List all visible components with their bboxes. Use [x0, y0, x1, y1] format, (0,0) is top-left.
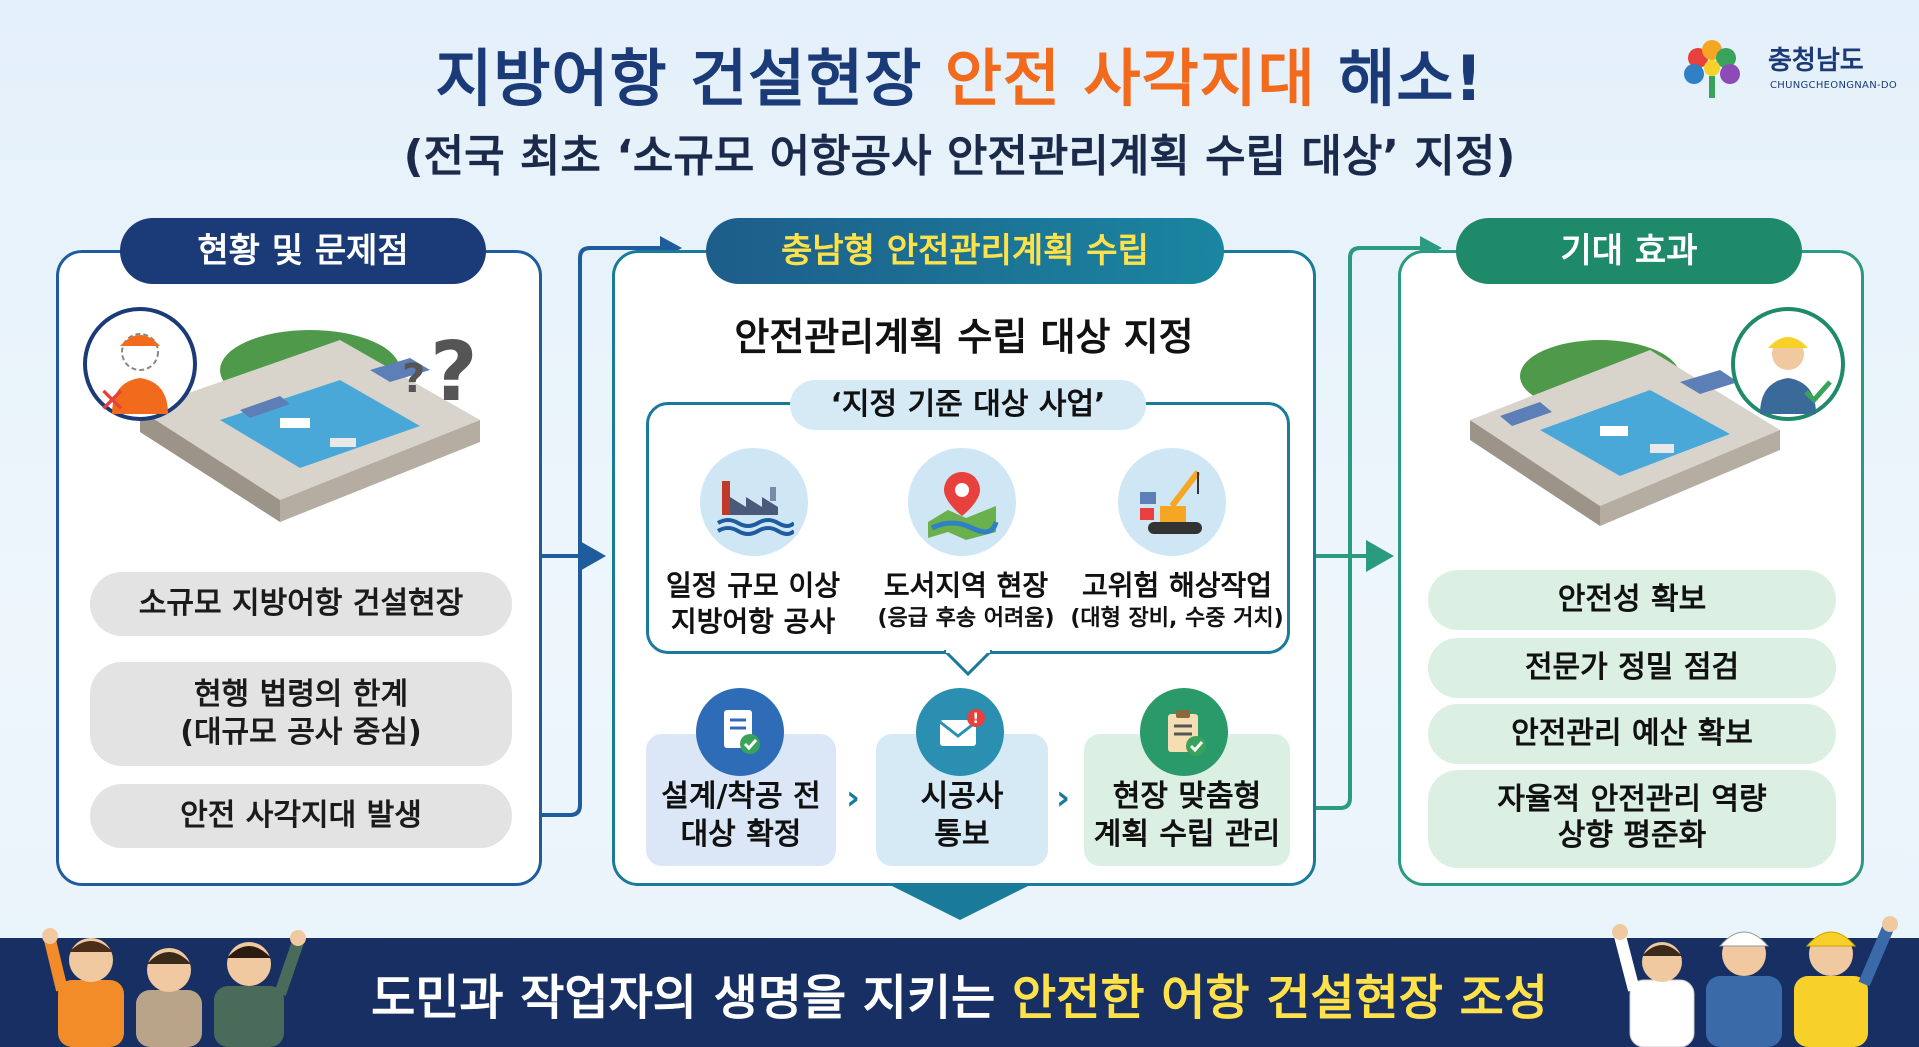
svg-text:!: !: [973, 711, 979, 727]
step-custom-plan-line1: 현장 맞춤형: [1112, 779, 1262, 814]
step-chevron-2: ›: [1056, 778, 1071, 818]
effect-item-capacity: 자율적 안전관리 역량 상향 평준화: [1428, 770, 1836, 868]
connector-arrowhead-4: [1366, 540, 1394, 572]
crane-icon: [1118, 448, 1226, 556]
step-notify-contractor-line2: 통보: [934, 817, 990, 852]
harbor-illustration-icon: [1470, 340, 1780, 526]
chungnam-logo-icon: [1684, 40, 1740, 98]
header-safety-plan: 충남형 안전관리계획 수립: [706, 218, 1224, 284]
step-confirm-target-line2: 대상 확정: [680, 817, 802, 852]
page-title: 지방어항 건설현장 안전 사각지대 해소!: [0, 28, 1919, 118]
mid-panel-pointer: [888, 884, 1032, 920]
criteria-label: ‘지정 기준 대상 사업’: [790, 380, 1146, 430]
criteria-island: 도서지역 현장 (응급 후송 어려움): [860, 568, 1072, 634]
effect-item-budget: 안전관리 예산 확보: [1428, 704, 1836, 764]
header-current-issues: 현황 및 문제점: [120, 218, 486, 284]
title-accent: 안전 사각지대: [944, 42, 1316, 115]
title-part-1: 지방어항 건설현장: [435, 42, 945, 115]
cheering-citizens-icon: [42, 928, 306, 1047]
factory-icon: [700, 448, 808, 556]
designation-subtitle: 안전관리계획 수립 대상 지정: [734, 315, 1194, 359]
map-pin-icon: [908, 448, 1016, 556]
banner-slogan-accent: 안전한 어항 건설현장 조성: [1012, 970, 1548, 1026]
question-marks-icon: ? ?: [402, 325, 478, 406]
effect-item-capacity-line1: 자율적 안전관리 역량: [1497, 782, 1767, 817]
envelope-alert-icon: !: [916, 688, 1004, 776]
clipboard-check-icon: [1140, 688, 1228, 776]
issue-item-law-limits-line1: 현행 법령의 한계: [193, 677, 409, 712]
criteria-marine: 고위험 해상작업 (대형 장비, 수중 거치): [1066, 568, 1288, 634]
step-confirm-target: 설계/착공 전 대상 확정: [646, 734, 836, 866]
criteria-scale-line2: 지방어항 공사: [670, 605, 836, 638]
issue-item-small-harbor: 소규모 지방어항 건설현장: [90, 572, 512, 636]
title-part-2: 해소!: [1315, 42, 1484, 115]
svg-text:?: ?: [402, 356, 425, 402]
worker-with-x-icon: ✕: [83, 307, 197, 421]
connector-arrowhead-2: [578, 540, 606, 572]
issue-item-law-limits: 현행 법령의 한계 (대규모 공사 중심): [90, 662, 512, 766]
criteria-island-line1: 도서지역 현장: [883, 569, 1049, 602]
logo-subtitle: CHUNGCHEONGNAN-DO: [1770, 80, 1898, 91]
cheering-workers-icon: [1612, 916, 1898, 1047]
issue-item-law-limits-line2: (대규모 공사 중심): [180, 715, 422, 750]
header-expected-effects: 기대 효과: [1456, 218, 1802, 284]
document-check-icon: [696, 688, 784, 776]
svg-text:?: ?: [430, 325, 478, 406]
svg-text:✕: ✕: [98, 381, 127, 421]
step-chevron-1: ›: [846, 778, 861, 818]
worker-check-icon: [1731, 307, 1845, 421]
bottom-banner: [0, 938, 1919, 1047]
logo-name: 충청남도: [1768, 46, 1864, 76]
criteria-scale-line1: 일정 규모 이상: [665, 569, 841, 602]
step-notify-contractor-line1: 시공사: [920, 779, 1004, 814]
criteria-scale: 일정 규모 이상 지방어항 공사: [646, 568, 860, 640]
criteria-pointer: [944, 650, 992, 676]
effect-item-safety: 안전성 확보: [1428, 570, 1836, 630]
harbor-illustration-icon: [140, 330, 480, 522]
step-confirm-target-line1: 설계/착공 전: [661, 779, 821, 814]
criteria-island-line2: (응급 후송 어려움): [877, 606, 1055, 631]
criteria-marine-line2: (대형 장비, 수중 거치): [1070, 606, 1284, 631]
criteria-marine-line1: 고위험 해상작업: [1081, 569, 1273, 602]
page-subtitle: (전국 최초 ‘소규모 어항공사 안전관리계획 수립 대상’ 지정): [403, 131, 1516, 182]
banner-slogan-part-1: 도민과 작업자의 생명을 지키는: [371, 970, 1013, 1026]
effect-item-capacity-line2: 상향 평준화: [1557, 818, 1707, 853]
effect-item-inspection: 전문가 정밀 점검: [1428, 638, 1836, 698]
banner-slogan: 도민과 작업자의 생명을 지키는 안전한 어항 건설현장 조성: [0, 958, 1919, 1028]
step-custom-plan-line2: 계획 수립 관리: [1093, 817, 1281, 852]
issue-item-blind-spot: 안전 사각지대 발생: [90, 784, 512, 848]
